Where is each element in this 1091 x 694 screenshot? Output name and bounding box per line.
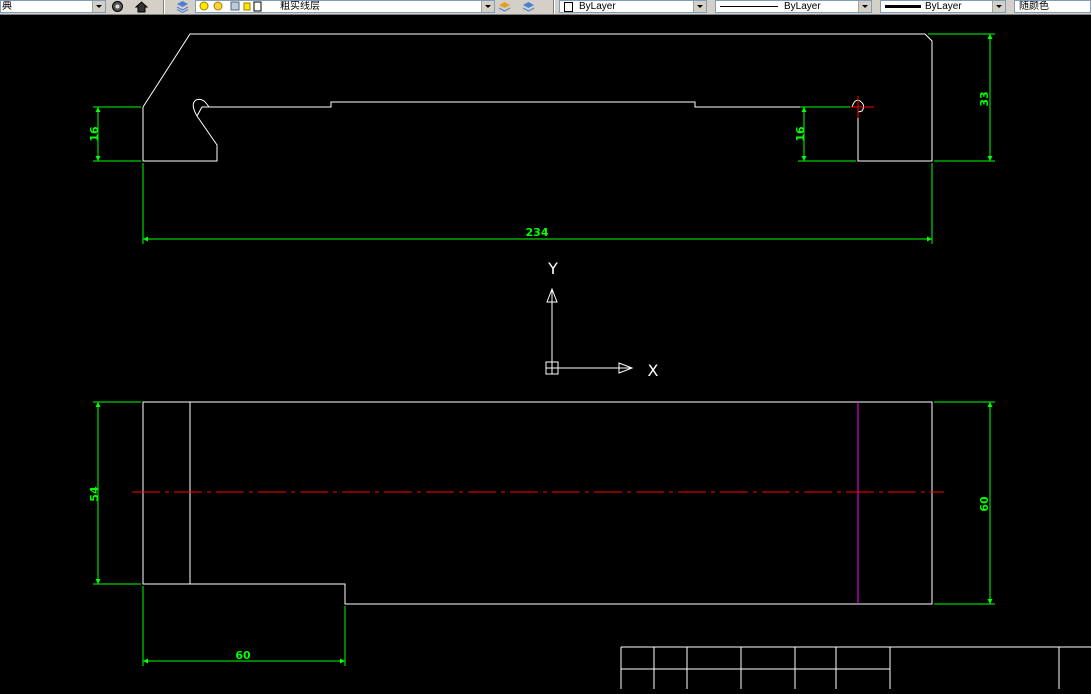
toolbar-separator: [553, 0, 555, 14]
layer-dropdown[interactable]: 粗实线层: [195, 0, 495, 13]
plot-style-dropdown[interactable]: 随颜色: [1014, 0, 1091, 13]
ucs-y-label: Y: [547, 259, 558, 278]
chevron-down-icon[interactable]: [693, 1, 706, 12]
hole-center-mark: [847, 96, 874, 118]
lineweight-dropdown[interactable]: ByLayer: [880, 0, 1006, 13]
linetype-dropdown[interactable]: ByLayer: [715, 0, 872, 13]
dimension-width-234: [142, 163, 933, 244]
dimension-top-right-16: [798, 106, 856, 162]
dimension-bottom-step-60: [142, 586, 346, 666]
chevron-down-icon[interactable]: [92, 1, 105, 12]
dimension-text: 234: [526, 226, 549, 239]
title-block: [620, 646, 1091, 689]
make-current-layer-icon[interactable]: [498, 0, 511, 13]
linetype-preview: [720, 6, 778, 7]
color-swatch: [564, 2, 573, 12]
dimension-text: 54: [88, 486, 101, 502]
dimension-top-total-33: [928, 33, 995, 162]
dimension-top-left-16: [93, 106, 141, 162]
dimension-text: 60: [235, 649, 251, 662]
lineweight-preview: [885, 5, 921, 8]
layer-previous-icon[interactable]: [522, 0, 535, 13]
dimension-text: 33: [978, 91, 991, 106]
cad-drawing[interactable]: 16 16 33 234 Y X 54: [0, 14, 1091, 689]
chevron-down-icon[interactable]: [858, 1, 871, 12]
layer-manager-icon[interactable]: [111, 0, 124, 13]
ucs-icon: [545, 287, 634, 375]
toolbar-separator: [163, 0, 165, 14]
top-view-outline: [142, 401, 933, 605]
chevron-down-icon[interactable]: [992, 1, 1005, 12]
properties-toolbar: 典 粗实线层 ByLayer ByLayer: [0, 0, 1091, 15]
layer-state-icons: [199, 1, 262, 12]
dimension-text: 16: [88, 126, 101, 142]
front-view-outline: [142, 33, 933, 162]
dimension-bottom-right-60: [934, 401, 995, 605]
dimension-text: 16: [794, 126, 807, 142]
dimension-bottom-left-54: [93, 401, 141, 585]
text-style-dropdown[interactable]: 典: [0, 0, 106, 13]
ucs-x-label: X: [648, 361, 659, 380]
layers-icon[interactable]: [176, 0, 189, 13]
drawing-area[interactable]: 16 16 33 234 Y X 54: [0, 14, 1091, 689]
color-dropdown[interactable]: ByLayer: [559, 0, 707, 13]
home-icon[interactable]: [135, 0, 148, 13]
dimension-text: 60: [978, 496, 991, 512]
chevron-down-icon[interactable]: [481, 1, 494, 12]
